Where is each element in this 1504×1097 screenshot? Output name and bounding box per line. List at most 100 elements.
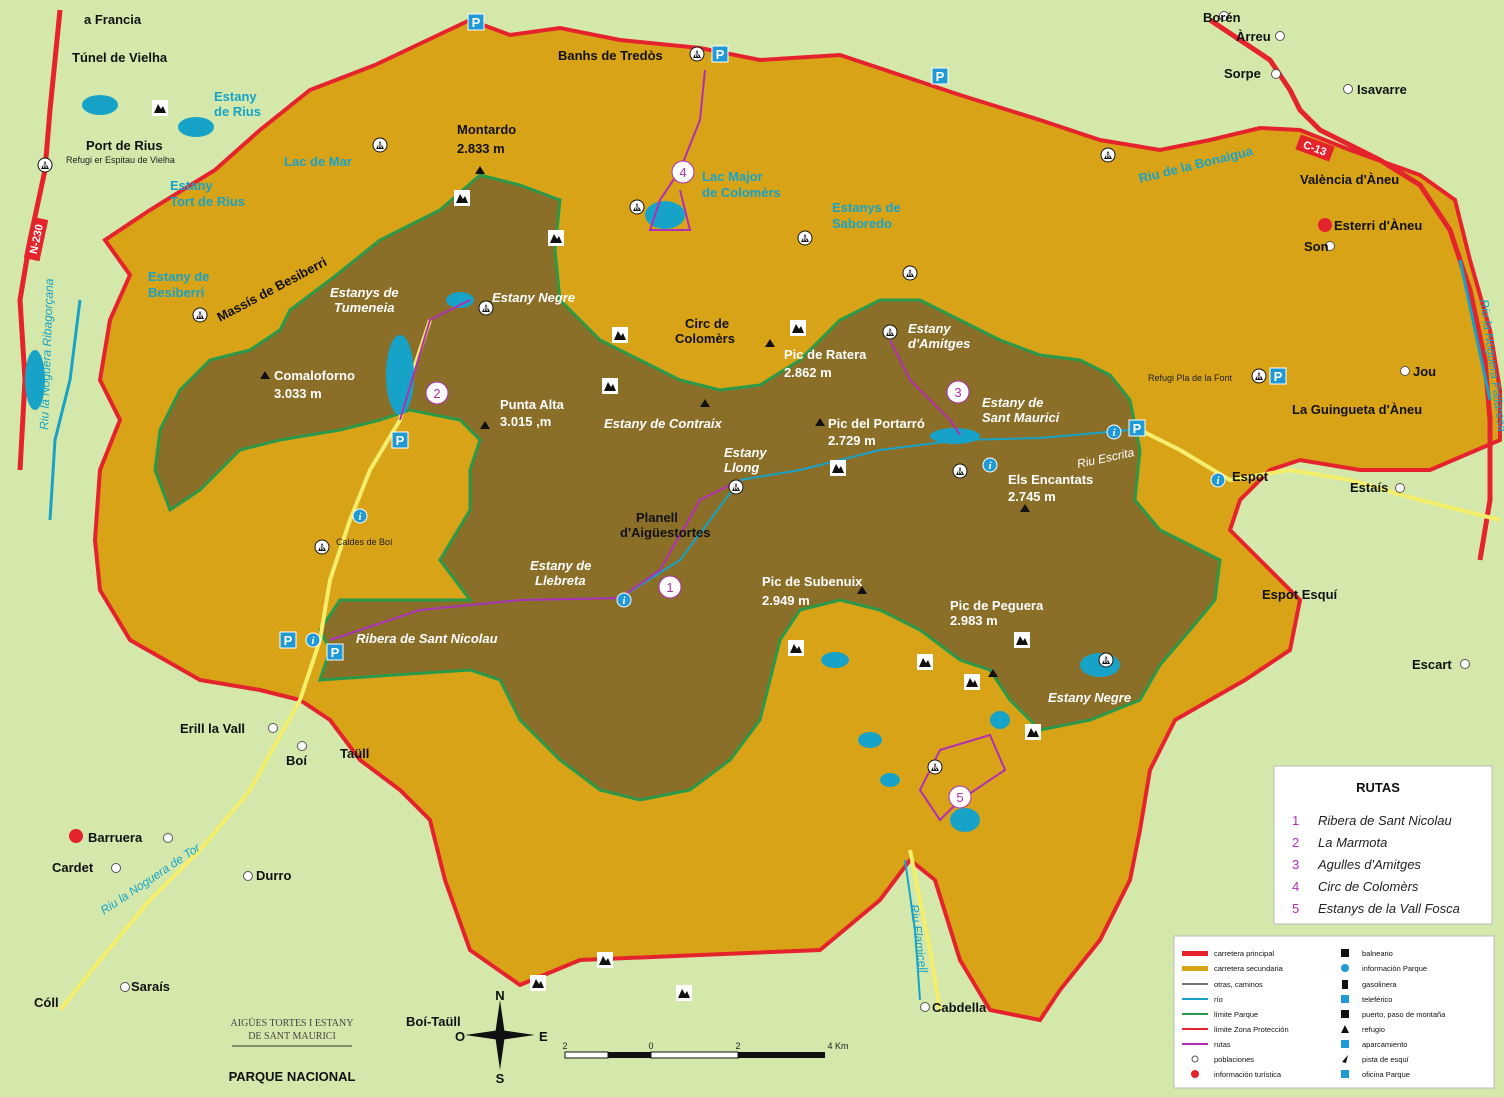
park-title-line1: AIGÜES TORTES I ESTANY	[231, 1017, 354, 1029]
svg-text:información Parque: información Parque	[1362, 964, 1427, 973]
svg-text:Ribera de Sant Nicolau: Ribera de Sant Nicolau	[1318, 813, 1452, 828]
svg-text:teleférico: teleférico	[1362, 995, 1392, 1004]
mountain-pass-icon	[1341, 1010, 1349, 1018]
label-estany-rius-2: de Rius	[214, 104, 261, 119]
svg-text:2: 2	[562, 1041, 567, 1051]
river-flamicell	[904, 859, 921, 1001]
label-port-de-rius: Port de Rius	[86, 138, 163, 153]
label-estany-llebreta-1: Estany de	[530, 558, 591, 573]
label-refugi-pla-font: Refugi Pla de la Font	[1148, 373, 1233, 383]
svg-text:gasolinera: gasolinera	[1362, 980, 1397, 989]
compass-rose: N S E O	[455, 988, 548, 1086]
road-secondary-east	[1139, 428, 1501, 522]
label-pic-ratera-alt: 2.862 m	[784, 365, 832, 380]
label-punta-alta-alt: 3.015 ,m	[500, 414, 551, 429]
svg-text:5: 5	[1292, 901, 1299, 916]
svg-text:límite Parque: límite Parque	[1214, 1010, 1258, 1019]
label-cardet: Cardet	[52, 860, 94, 875]
svg-text:pista de esquí: pista de esquí	[1362, 1055, 1410, 1064]
route-marker-4: 4	[671, 160, 695, 184]
svg-text:Agulles d'Amitges: Agulles d'Amitges	[1317, 857, 1421, 872]
label-punta-alta: Punta Alta	[500, 397, 565, 412]
label-planell-2: d'Aigüestortes	[620, 525, 711, 540]
svg-text:balneario: balneario	[1362, 949, 1393, 958]
svg-text:2: 2	[1292, 835, 1299, 850]
label-boren: Borén	[1203, 10, 1241, 25]
label-comaloforno-alt: 3.033 m	[274, 386, 322, 401]
legend-box: carretera principal carretera secundaria…	[1173, 935, 1495, 1089]
label-riu-noguera-ribagorcana: Riu la Noguera Ribagorçana	[37, 278, 56, 430]
label-pic-portarro: Pic del Portarró	[828, 416, 925, 431]
svg-text:poblaciones: poblaciones	[1214, 1055, 1254, 1064]
label-estany-rius-1: Estany	[214, 89, 257, 104]
svg-text:carretera principal: carretera principal	[1214, 949, 1274, 958]
svg-text:4 Km: 4 Km	[827, 1041, 848, 1051]
road-n230	[17, 9, 63, 471]
label-planell-1: Planell	[636, 510, 678, 525]
svg-text:1: 1	[1292, 813, 1299, 828]
label-la-guingueta: La Guingueta d'Àneu	[1292, 402, 1422, 417]
road-secondary-south	[908, 849, 942, 1011]
svg-text:N: N	[495, 988, 504, 1003]
label-estany-llebreta-2: Llebreta	[535, 573, 586, 588]
label-montardo-alt: 2.833 m	[457, 141, 505, 156]
label-estany-besiberri-2: Besiberri	[148, 285, 204, 300]
label-valencia-daneu: València d'Àneu	[1300, 172, 1399, 187]
route-marker-1: 1	[658, 575, 682, 599]
park-area	[153, 173, 1222, 802]
svg-text:información turística: información turística	[1214, 1070, 1282, 1079]
label-estanys-tumeneia-1: Estanys de	[330, 285, 399, 300]
svg-text:4: 4	[1292, 879, 1299, 894]
label-sarais: Saraís	[131, 979, 170, 994]
label-isavarre: Isavarre	[1357, 82, 1407, 97]
label-boi: Boí	[286, 753, 307, 768]
road-shield-n230: N-230	[23, 216, 49, 262]
label-taull: Taüll	[340, 746, 369, 761]
label-barruera: Barruera	[88, 830, 143, 845]
svg-text:La Marmota: La Marmota	[1318, 835, 1387, 850]
svg-text:O: O	[455, 1029, 465, 1044]
label-banhs-tredos: Banhs de Tredòs	[558, 48, 663, 63]
cable-car-icon	[1341, 995, 1349, 1003]
label-lac-major-2: de Colomèrs	[702, 185, 781, 200]
svg-text:1: 1	[666, 580, 673, 595]
label-sorpe: Sorpe	[1224, 66, 1261, 81]
legend-left: carretera principal carretera secundaria…	[1182, 949, 1289, 1079]
spa-icon	[1341, 949, 1349, 957]
label-lac-de-mar: Lac de Mar	[284, 154, 352, 169]
route-2-path	[399, 299, 471, 421]
label-erill-la-vall: Erill la Vall	[180, 721, 245, 736]
label-coll: Cóll	[34, 995, 59, 1010]
label-son: Son	[1304, 239, 1329, 254]
label-estany-llong-1: Estany	[724, 445, 767, 460]
svg-text:Circ de Colomèrs: Circ de Colomèrs	[1318, 879, 1419, 894]
label-estany-negre-s: Estany Negre	[1048, 690, 1131, 705]
svg-text:rutas: rutas	[1214, 1040, 1231, 1049]
ski-icon	[1342, 1055, 1348, 1063]
lakes	[25, 95, 1120, 832]
routes-box-item: 2 La Marmota	[1292, 835, 1387, 850]
label-esterri-daneu: Esterri d'Àneu	[1334, 218, 1422, 233]
label-ribera-sant-nicolau: Ribera de Sant Nicolau	[356, 631, 498, 646]
svg-text:2: 2	[433, 386, 440, 401]
label-pic-portarro-alt: 2.729 m	[828, 433, 876, 448]
svg-text:0: 0	[648, 1041, 653, 1051]
route-3-path	[889, 339, 961, 436]
label-pic-peguera: Pic de Peguera	[950, 598, 1044, 613]
label-lac-major-1: Lac Major	[702, 169, 763, 184]
info-icons	[69, 218, 1332, 843]
routes-box-item: 3 Agulles d'Amitges	[1292, 857, 1421, 872]
svg-text:4: 4	[679, 165, 686, 180]
label-estais: Estaís	[1350, 480, 1388, 495]
label-estany-tort-1: Estany	[170, 178, 213, 193]
svg-text:3: 3	[1292, 857, 1299, 872]
label-estany-negre-n: Estany Negre	[492, 290, 575, 305]
route-marker-5: 5	[948, 785, 972, 809]
label-estany-amitges-1: Estany	[908, 321, 951, 336]
river-noguera-pallaresa	[1458, 259, 1492, 401]
label-comaloforno: Comaloforno	[274, 368, 355, 383]
route-4-path	[648, 69, 706, 231]
label-estany-sant-maurici-1: Estany de	[982, 395, 1043, 410]
fuel-icon	[1342, 980, 1348, 989]
